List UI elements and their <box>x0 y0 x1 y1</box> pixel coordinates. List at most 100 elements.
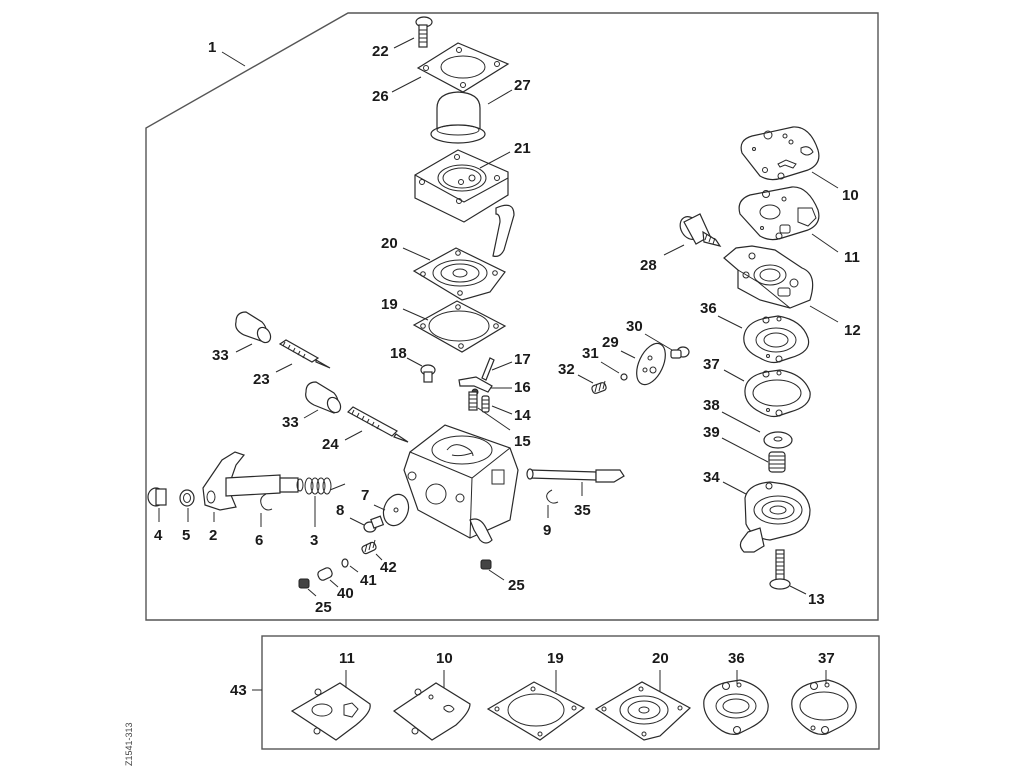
part-pump-cover-12[interactable] <box>723 245 814 309</box>
callout-15[interactable]: 15 <box>514 433 531 450</box>
callout-29[interactable]: 29 <box>602 334 619 351</box>
part-spring-42[interactable] <box>361 539 377 555</box>
part-gasket-36[interactable] <box>743 315 810 364</box>
kit-item-diaphragm-20[interactable] <box>594 681 692 741</box>
callout-19[interactable]: 19 <box>381 296 398 313</box>
callout-32[interactable]: 32 <box>558 361 575 378</box>
part-screen-25b[interactable] <box>480 559 492 570</box>
callout-25a[interactable]: 25 <box>315 599 332 616</box>
kit-callout-10[interactable]: 10 <box>436 650 453 667</box>
callout-43[interactable]: 43 <box>230 682 247 699</box>
part-bushing-40[interactable] <box>317 567 334 582</box>
callout-34[interactable]: 34 <box>703 469 720 486</box>
callout-42[interactable]: 42 <box>380 559 397 576</box>
callout-35[interactable]: 35 <box>574 502 591 519</box>
part-needle-14[interactable] <box>481 395 490 413</box>
part-valve-disc-38[interactable] <box>763 431 793 449</box>
part-spring-32[interactable] <box>591 380 607 394</box>
callout-39[interactable]: 39 <box>703 424 720 441</box>
callout-5[interactable]: 5 <box>182 527 190 544</box>
callout-24[interactable]: 24 <box>322 436 339 453</box>
callout-14[interactable]: 14 <box>514 407 531 424</box>
kit-item-gasket-19[interactable] <box>486 681 586 741</box>
callout-17[interactable]: 17 <box>514 351 531 368</box>
callout-3[interactable]: 3 <box>310 532 318 549</box>
callout-18[interactable]: 18 <box>390 345 407 362</box>
callout-9[interactable]: 9 <box>543 522 551 539</box>
part-ball-31[interactable] <box>620 373 628 381</box>
part-primer-bulb-27[interactable] <box>430 91 486 144</box>
kit-callout-36[interactable]: 36 <box>728 650 745 667</box>
callout-23[interactable]: 23 <box>253 371 270 388</box>
kit-item-gasket-11[interactable] <box>290 682 371 741</box>
kit-item-gasket-36[interactable] <box>703 679 769 735</box>
part-pump-body-21[interactable] <box>414 149 515 257</box>
part-detent-plate-29[interactable] <box>631 339 671 389</box>
part-cover-26[interactable] <box>416 42 510 93</box>
callout-33b[interactable]: 33 <box>282 414 299 431</box>
part-spring-3[interactable] <box>304 477 346 495</box>
part-pump-diaphragm-10[interactable] <box>740 126 820 181</box>
part-gasket-19[interactable] <box>412 300 507 353</box>
callout-33a[interactable]: 33 <box>212 347 229 364</box>
callout-16[interactable]: 16 <box>514 379 531 396</box>
kit-callout-11[interactable]: 11 <box>339 650 355 667</box>
callout-10[interactable]: 10 <box>842 187 859 204</box>
part-carburetor-body[interactable] <box>403 424 519 544</box>
part-needle-23[interactable] <box>278 339 331 369</box>
callout-20[interactable]: 20 <box>381 235 398 252</box>
part-housing-34[interactable] <box>739 481 811 553</box>
part-limiter-cap-33a[interactable] <box>235 311 274 345</box>
callout-41[interactable]: 41 <box>360 572 377 589</box>
callout-25b[interactable]: 25 <box>508 577 525 594</box>
part-spring-15[interactable] <box>468 391 478 411</box>
part-spring-39[interactable] <box>768 451 786 473</box>
part-throttle-plate-7[interactable] <box>379 491 412 529</box>
part-screw-8[interactable] <box>363 515 385 533</box>
part-clip-9[interactable] <box>546 489 559 504</box>
callout-2[interactable]: 2 <box>209 527 217 544</box>
callout-6[interactable]: 6 <box>255 532 263 549</box>
kit-callout-19[interactable]: 19 <box>547 650 564 667</box>
kit-callout-37[interactable]: 37 <box>818 650 835 667</box>
part-screw-13[interactable] <box>769 549 791 590</box>
callout-7[interactable]: 7 <box>361 487 369 504</box>
part-needle-24[interactable] <box>347 406 409 443</box>
part-screw-22[interactable] <box>415 16 433 48</box>
part-screen-25a[interactable] <box>298 578 310 589</box>
part-clip-6[interactable] <box>260 493 273 511</box>
callout-36[interactable]: 36 <box>700 300 717 317</box>
part-gasket-11[interactable] <box>738 186 820 241</box>
callout-8[interactable]: 8 <box>336 502 344 519</box>
callout-12[interactable]: 12 <box>844 322 861 339</box>
part-screw-30[interactable] <box>670 346 690 359</box>
part-gasket-37[interactable] <box>744 369 811 418</box>
part-choke-shaft-35[interactable] <box>526 468 625 483</box>
kit-callout-20[interactable]: 20 <box>652 650 669 667</box>
callout-31[interactable]: 31 <box>582 345 599 362</box>
callout-27[interactable]: 27 <box>514 77 531 94</box>
callout-11[interactable]: 11 <box>844 249 860 266</box>
part-limiter-cap-33b[interactable] <box>305 381 344 415</box>
callout-1[interactable]: 1 <box>208 39 216 56</box>
part-fuel-fitting-28[interactable] <box>676 213 722 247</box>
part-throttle-lever-2[interactable] <box>202 451 304 511</box>
callout-38[interactable]: 38 <box>703 397 720 414</box>
kit-item-gasket-37[interactable] <box>791 679 857 735</box>
callout-30[interactable]: 30 <box>626 318 643 335</box>
part-washer-5[interactable] <box>179 489 195 507</box>
callout-37[interactable]: 37 <box>703 356 720 373</box>
kit-item-diaphragm-10[interactable] <box>392 682 471 741</box>
callout-13[interactable]: 13 <box>808 591 825 608</box>
part-pin-17[interactable] <box>481 357 495 381</box>
callout-40[interactable]: 40 <box>337 585 354 602</box>
callout-28[interactable]: 28 <box>640 257 657 274</box>
part-screw-18[interactable] <box>420 364 436 383</box>
callout-21[interactable]: 21 <box>514 140 531 157</box>
callout-4[interactable]: 4 <box>154 527 163 544</box>
part-ball-41[interactable] <box>341 558 349 568</box>
part-nut-4[interactable] <box>147 487 167 507</box>
part-diaphragm-20[interactable] <box>412 247 506 301</box>
callout-22[interactable]: 22 <box>372 43 389 60</box>
callout-26[interactable]: 26 <box>372 88 389 105</box>
